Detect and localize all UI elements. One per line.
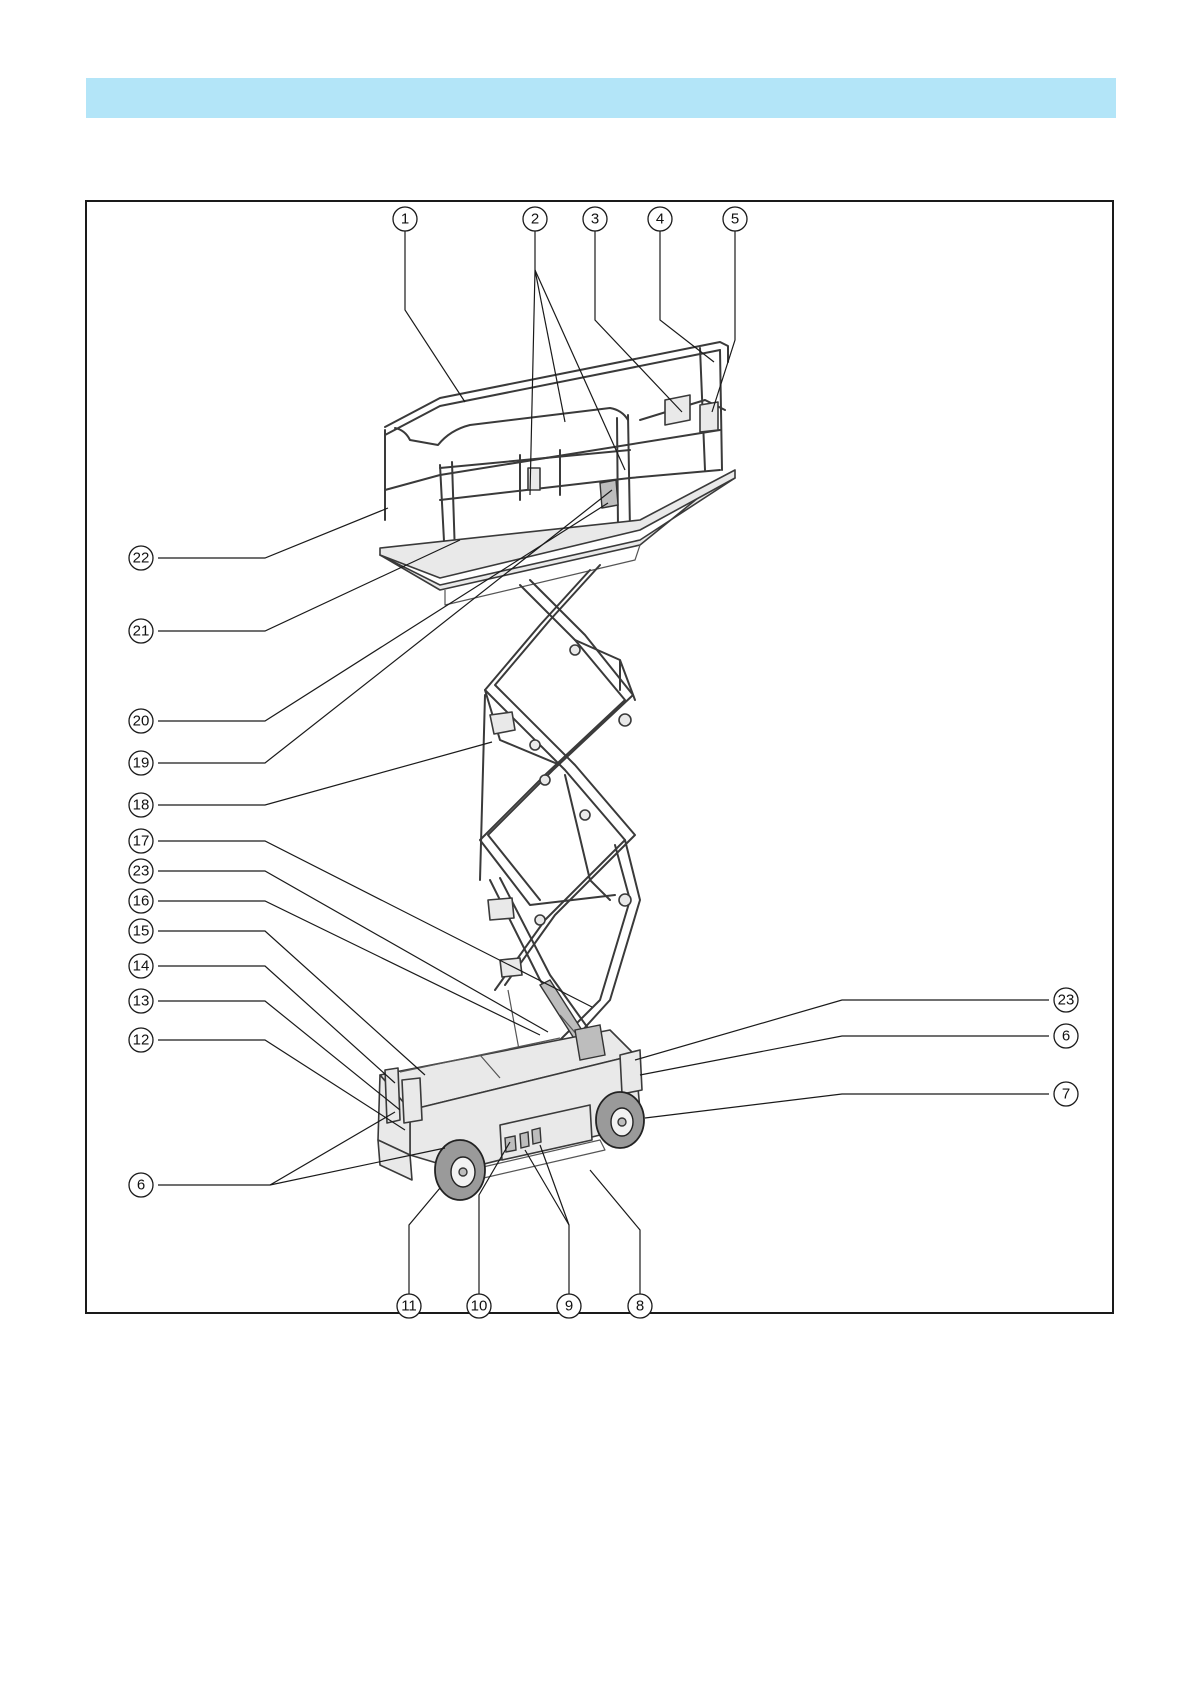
callout-12: 12 (129, 1028, 153, 1052)
callout-10: 10 (467, 1294, 491, 1318)
callout-21: 21 (129, 619, 153, 643)
callout-13: 13 (129, 989, 153, 1013)
callout-1: 1 (393, 207, 417, 231)
callout-label: 23 (1058, 992, 1075, 1009)
callout-label: 21 (133, 623, 150, 640)
callout-label: 8 (636, 1298, 644, 1315)
callout-11: 11 (397, 1294, 421, 1318)
callout-label: 10 (471, 1298, 488, 1315)
callout-label: 9 (565, 1298, 573, 1315)
callout-3: 3 (583, 207, 607, 231)
callout-8: 8 (628, 1294, 652, 1318)
callout-9: 9 (557, 1294, 581, 1318)
callout-label: 20 (133, 713, 150, 730)
callout-6-right: 6 (1054, 1024, 1078, 1048)
callout-19: 19 (129, 751, 153, 775)
callout-17: 17 (129, 829, 153, 853)
callout-15: 15 (129, 919, 153, 943)
callout-2: 2 (523, 207, 547, 231)
callout-label: 15 (133, 923, 150, 940)
callout-label: 2 (531, 211, 539, 228)
callout-label: 6 (137, 1177, 145, 1194)
callout-label: 4 (656, 211, 664, 228)
callout-label: 12 (133, 1032, 150, 1049)
callout-label: 19 (133, 755, 150, 772)
callout-label: 11 (401, 1298, 417, 1315)
callout-label: 6 (1062, 1028, 1070, 1045)
callout-label: 13 (133, 993, 150, 1010)
callout-label: 3 (591, 211, 599, 228)
callout-label: 17 (133, 833, 150, 850)
callout-7: 7 (1054, 1082, 1078, 1106)
callout-label: 14 (133, 958, 150, 975)
callout-label: 7 (1062, 1086, 1070, 1103)
callout-label: 16 (133, 893, 150, 910)
callout-22: 22 (129, 546, 153, 570)
callout-6-left: 6 (129, 1173, 153, 1197)
scissor-arms (480, 565, 640, 1055)
callout-18: 18 (129, 793, 153, 817)
callout-label: 22 (133, 550, 150, 567)
callout-16: 16 (129, 889, 153, 913)
callout-23-right: 23 (1054, 988, 1078, 1012)
callout-label: 5 (731, 211, 739, 228)
callout-5: 5 (723, 207, 747, 231)
callout-20: 20 (129, 709, 153, 733)
callout-label: 18 (133, 797, 150, 814)
callout-14: 14 (129, 954, 153, 978)
callout-23-left: 23 (129, 859, 153, 883)
callout-label: 23 (133, 863, 150, 880)
scissor-lift-drawing (378, 342, 735, 1200)
callout-4: 4 (648, 207, 672, 231)
callout-label: 1 (401, 211, 409, 228)
